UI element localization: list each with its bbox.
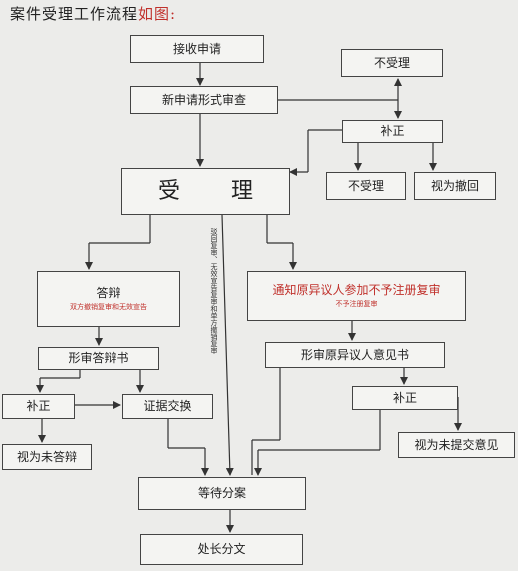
node-receive-label: 接收申请 <box>172 41 221 56</box>
node-not-accept-mid-label: 不受理 <box>347 178 384 193</box>
node-correction-top-label: 补正 <box>380 124 405 138</box>
node-await-assign: 等待分案 <box>138 477 306 510</box>
node-chief-assign: 处长分文 <box>140 534 303 565</box>
node-deemed-no-opinion-label: 视为未提交意见 <box>414 437 499 452</box>
title-main: 案件受理工作流程 <box>10 5 139 23</box>
node-await-assign-label: 等待分案 <box>197 486 246 500</box>
node-not-accept-top-label: 不受理 <box>373 55 410 70</box>
page-title: 案件受理工作流程如图: <box>10 3 176 24</box>
node-correction-top: 补正 <box>342 120 443 143</box>
node-reply: 答辩双方撤销复审和无效宣告 <box>37 271 180 327</box>
node-deemed-no-reply-label: 视为未答辩 <box>16 449 77 464</box>
node-not-accept-top: 不受理 <box>341 49 443 77</box>
node-reply-label: 答辩 <box>96 286 121 301</box>
node-send-reply: 形审答辩书 <box>38 347 159 370</box>
node-evidence-exchange-label: 证据交换 <box>143 399 192 413</box>
node-notify-label: 通知原异议人参加不予注册复审 <box>272 283 441 298</box>
node-deemed-withdrawn: 视为撤回 <box>414 172 496 200</box>
vertical-branch-label: 驳回复审、无效宣告复审和单方撤销复审 <box>210 228 218 354</box>
node-chief-assign-label: 处长分文 <box>197 542 246 556</box>
node-form-review: 新申请形式审查 <box>130 86 278 114</box>
node-reply-sub: 双方撤销复审和无效宣告 <box>70 303 147 312</box>
node-correction-left-label: 补正 <box>26 399 51 413</box>
node-receive: 接收申请 <box>130 35 264 63</box>
node-correction-right-label: 补正 <box>392 390 417 405</box>
node-deemed-no-reply: 视为未答辩 <box>2 444 92 470</box>
node-send-reply-label: 形审答辩书 <box>68 351 129 365</box>
node-accept-label: 受 理 <box>158 178 275 204</box>
node-deemed-no-opinion: 视为未提交意见 <box>398 432 515 458</box>
node-notify: 通知原异议人参加不予注册复审不予注册复审 <box>247 271 466 321</box>
node-evidence-exchange: 证据交换 <box>122 394 213 419</box>
node-not-accept-mid: 不受理 <box>326 172 406 200</box>
node-correction-left: 补正 <box>2 394 75 419</box>
node-notify-sub: 不予注册复审 <box>335 300 378 309</box>
node-correction-right: 补正 <box>352 386 458 410</box>
node-form-review-label: 新申请形式审查 <box>161 92 246 107</box>
node-send-opinion-label: 形审原异议人意见书 <box>300 347 409 362</box>
node-send-opinion: 形审原异议人意见书 <box>265 342 445 368</box>
node-deemed-withdrawn-label: 视为撤回 <box>430 178 479 193</box>
node-accept: 受 理 <box>121 168 290 215</box>
title-suffix: 如图: <box>138 5 177 23</box>
